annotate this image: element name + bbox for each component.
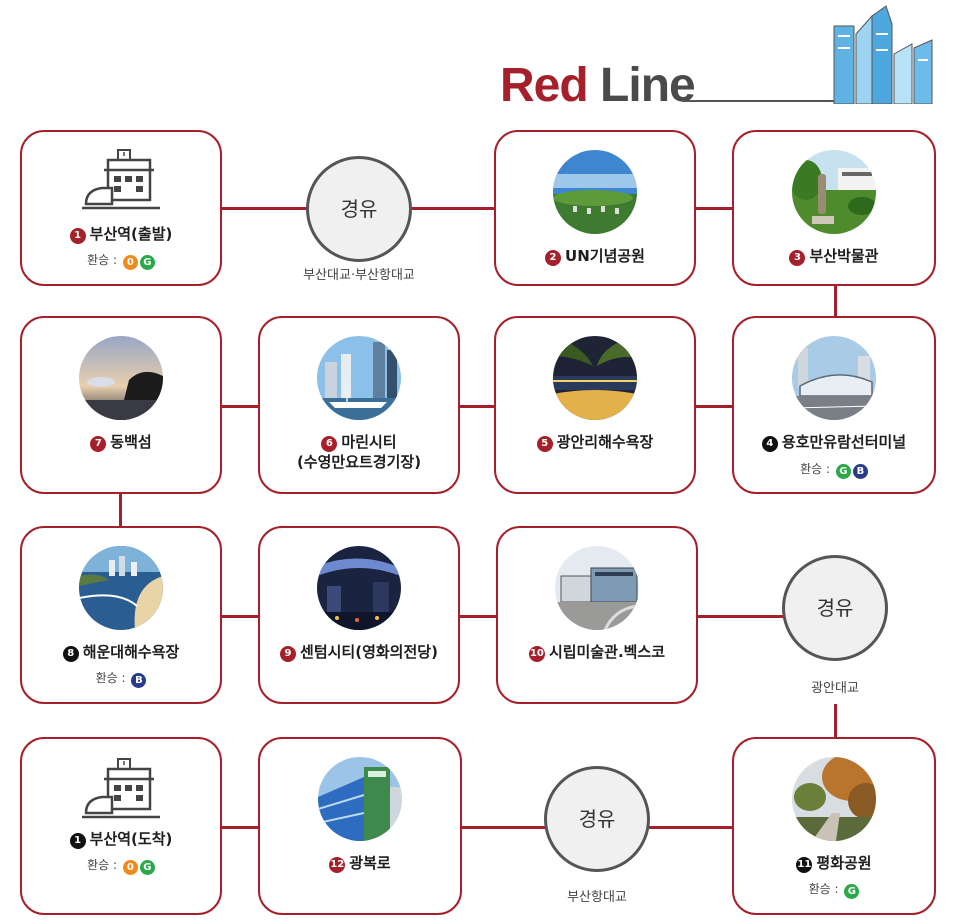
- route-title: Red Line: [500, 56, 696, 116]
- via-bridge-names: 부산대교·부산항대교: [303, 268, 415, 283]
- haeundae-beach-photo: [79, 546, 163, 630]
- connector-s12-s1: [220, 826, 260, 829]
- stop-number-badge: 7: [90, 436, 107, 452]
- via-bridge-names: 부산항대교: [567, 890, 627, 905]
- museum-bexco-photo: [555, 546, 639, 630]
- cruise-terminal-photo: [792, 336, 876, 420]
- city-skyline-icon: [833, 5, 933, 104]
- train-station-icon: [82, 149, 160, 210]
- dongbaekseom-photo: [79, 336, 163, 420]
- stop-number-badge: 1: [69, 833, 86, 849]
- transfer-badge: G: [844, 884, 860, 899]
- connector-s3-s4: [834, 284, 837, 318]
- via-bridge-node: 경유: [306, 156, 412, 262]
- transfer-badge: B: [131, 673, 147, 688]
- title-underline: [682, 100, 840, 102]
- transfer-badge: G: [139, 255, 155, 270]
- train-station-icon: [82, 758, 160, 819]
- transfer-badge: G: [139, 860, 155, 875]
- transfer-info: 환승 : G: [734, 881, 934, 899]
- connector-v2-s11: [834, 704, 837, 738]
- connector-s5-s6: [458, 405, 496, 408]
- stop-number-badge: 4: [761, 436, 778, 452]
- stop-number-badge: 3: [789, 250, 806, 266]
- via-bridge-node: 경유: [544, 766, 650, 872]
- transfer-badge: 0: [122, 860, 138, 875]
- centum-city-photo: [317, 546, 401, 630]
- via-bridge-names: 광안대교: [811, 681, 859, 696]
- connector-v1-s2: [410, 207, 496, 210]
- route-title-red: Red: [500, 59, 589, 112]
- busan-museum-photo: [792, 150, 876, 234]
- peace-park-photo: [792, 757, 876, 841]
- connector-s2-s3: [694, 207, 734, 210]
- transfer-badge: G: [835, 464, 851, 479]
- gwangalli-beach-photo: [553, 336, 637, 420]
- connector-s10-v2: [696, 615, 784, 618]
- connector-s11-v3: [646, 826, 734, 829]
- transfer-badge: 0: [122, 255, 138, 270]
- stop-number-badge: 11: [796, 857, 813, 873]
- stop-number-badge: 2: [545, 250, 562, 266]
- un-memorial-park-photo: [553, 150, 637, 234]
- stop-number-badge: 5: [536, 436, 553, 452]
- connector-s9-s10: [458, 615, 498, 618]
- stop-number-badge: 12: [329, 857, 346, 873]
- stop-number-badge: 6: [321, 436, 338, 452]
- stop-number-badge: 1: [69, 228, 86, 244]
- stop-number-badge: 9: [280, 646, 297, 662]
- connector-s4-s5: [694, 405, 734, 408]
- connector-s7-s8: [119, 492, 122, 528]
- connector-s8-s9: [220, 615, 260, 618]
- via-bridge-node: 경유: [782, 555, 888, 661]
- connector-s1-v1: [220, 207, 308, 210]
- transfer-badge: B: [852, 464, 868, 479]
- route-title-rest: Line: [600, 59, 696, 112]
- stop-number-badge: 10: [528, 646, 545, 662]
- transfer-info: 환승 : B: [22, 670, 220, 688]
- marine-city-photo: [317, 336, 401, 420]
- gwangbokro-photo: [318, 757, 402, 841]
- connector-v3-s12: [460, 826, 546, 829]
- stop-number-badge: 8: [62, 646, 79, 662]
- connector-s6-s7: [220, 405, 260, 408]
